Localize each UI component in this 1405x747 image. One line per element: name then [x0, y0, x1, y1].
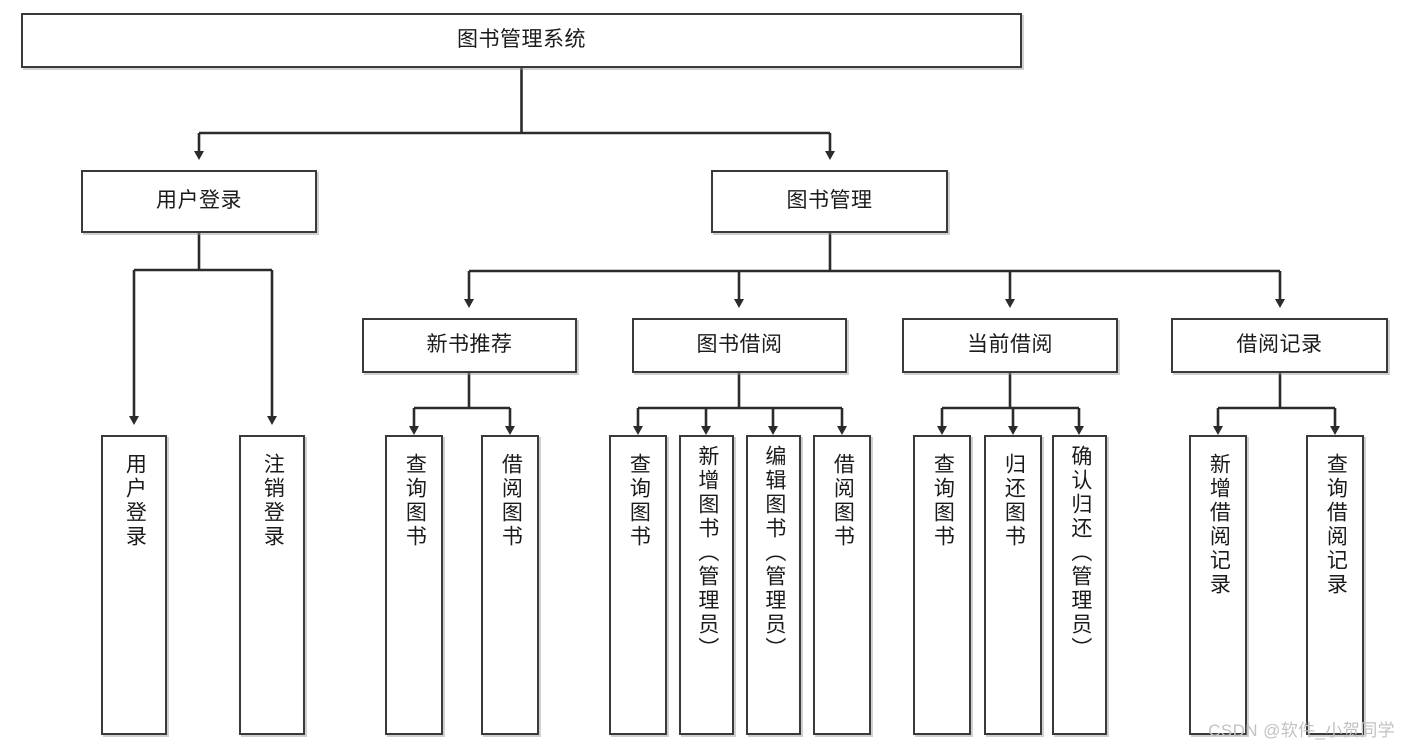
- node-leaf-borrow-book-label: 借阅图书: [831, 453, 855, 549]
- node-borrow-record-label: 借阅记录: [1236, 333, 1323, 357]
- node-leaf-add-book-admin[interactable]: 新增图书（管理员）: [679, 435, 734, 735]
- node-leaf-add-borrow-record[interactable]: 新增借阅记录: [1189, 435, 1247, 735]
- node-borrow-record[interactable]: 借阅记录: [1171, 318, 1388, 373]
- node-book-manage[interactable]: 图书管理: [711, 170, 948, 233]
- node-new-book-recommend[interactable]: 新书推荐: [362, 318, 577, 373]
- node-new-book-recommend-label: 新书推荐: [426, 333, 513, 357]
- node-root-label: 图书管理系统: [457, 28, 586, 52]
- node-leaf-query-book-recommend[interactable]: 查询图书: [385, 435, 443, 735]
- node-leaf-user-login-label: 用户登录: [123, 453, 147, 549]
- node-book-borrow-label: 图书借阅: [696, 333, 783, 357]
- node-leaf-query-book-current[interactable]: 查询图书: [913, 435, 971, 735]
- node-book-manage-label: 图书管理: [786, 189, 873, 213]
- node-book-borrow[interactable]: 图书借阅: [632, 318, 847, 373]
- node-user-login-label: 用户登录: [156, 189, 242, 213]
- node-leaf-query-book-borrow[interactable]: 查询图书: [609, 435, 667, 735]
- node-root[interactable]: 图书管理系统: [21, 13, 1022, 68]
- node-leaf-borrow-book[interactable]: 借阅图书: [813, 435, 871, 735]
- node-leaf-return-book[interactable]: 归还图书: [984, 435, 1042, 735]
- node-current-borrow[interactable]: 当前借阅: [902, 318, 1118, 373]
- node-leaf-edit-book-admin-label: 编辑图书（管理员）: [762, 445, 786, 661]
- node-leaf-add-book-admin-label: 新增图书（管理员）: [695, 445, 719, 661]
- node-leaf-confirm-return-admin[interactable]: 确认归还（管理员）: [1052, 435, 1107, 735]
- node-current-borrow-label: 当前借阅: [967, 333, 1053, 357]
- node-leaf-borrow-book-recommend-label: 借阅图书: [499, 453, 523, 549]
- watermark: CSDN @软件_小贺同学: [1208, 721, 1395, 740]
- node-user-login[interactable]: 用户登录: [81, 170, 317, 233]
- node-leaf-borrow-book-recommend[interactable]: 借阅图书: [481, 435, 539, 735]
- node-leaf-user-logout[interactable]: 注销登录: [239, 435, 305, 735]
- node-leaf-add-borrow-record-label: 新增借阅记录: [1207, 453, 1231, 597]
- node-leaf-query-book-borrow-label: 查询图书: [627, 453, 651, 549]
- node-leaf-user-login[interactable]: 用户登录: [101, 435, 167, 735]
- node-leaf-user-logout-label: 注销登录: [261, 453, 285, 549]
- node-leaf-return-book-label: 归还图书: [1002, 453, 1026, 549]
- node-leaf-edit-book-admin[interactable]: 编辑图书（管理员）: [746, 435, 801, 735]
- node-leaf-confirm-return-admin-label: 确认归还（管理员）: [1068, 445, 1092, 661]
- node-leaf-query-borrow-record[interactable]: 查询借阅记录: [1306, 435, 1364, 735]
- node-leaf-query-borrow-record-label: 查询借阅记录: [1324, 453, 1348, 597]
- node-leaf-query-book-recommend-label: 查询图书: [403, 453, 427, 549]
- node-leaf-query-book-current-label: 查询图书: [931, 453, 955, 549]
